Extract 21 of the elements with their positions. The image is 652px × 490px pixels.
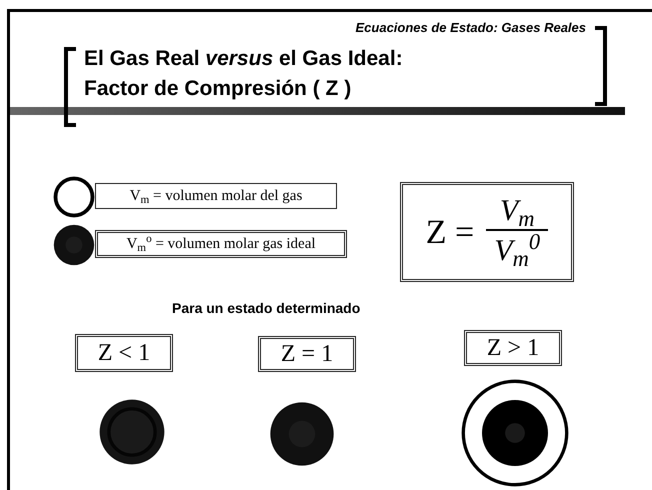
header-text: Ecuaciones de Estado: Gases Reales bbox=[356, 19, 586, 37]
formula-text: Z = bbox=[426, 212, 474, 252]
formula-box bbox=[400, 182, 574, 282]
gas-circle bbox=[53, 224, 95, 266]
formula-text: V$_{m}$$^{o}$ = volumen molar gas ideal bbox=[126, 232, 316, 256]
formula-box bbox=[258, 336, 356, 372]
gas-circle bbox=[99, 399, 165, 465]
formula-text: V$_{m}$ bbox=[500, 193, 534, 229]
formula-text: Z > 1 bbox=[486, 334, 540, 363]
slide-title: El Gas Real versus el Gas Ideal: Factor de Compresión ( Z ) bbox=[84, 46, 404, 102]
formula-text: Z < 1 bbox=[98, 339, 150, 368]
formula-box bbox=[464, 330, 562, 366]
gas-circle bbox=[53, 176, 95, 218]
formula-text: V$_{m}$ = volumen molar del gas bbox=[130, 186, 302, 208]
formula-box bbox=[75, 334, 173, 372]
formula-text: Z = 1 bbox=[280, 340, 334, 369]
caption-text: Para un estado determinado bbox=[172, 299, 360, 318]
gas-circle bbox=[460, 378, 570, 488]
formula-box bbox=[95, 230, 347, 258]
gas-circle bbox=[268, 401, 336, 467]
formula-box bbox=[95, 183, 337, 209]
